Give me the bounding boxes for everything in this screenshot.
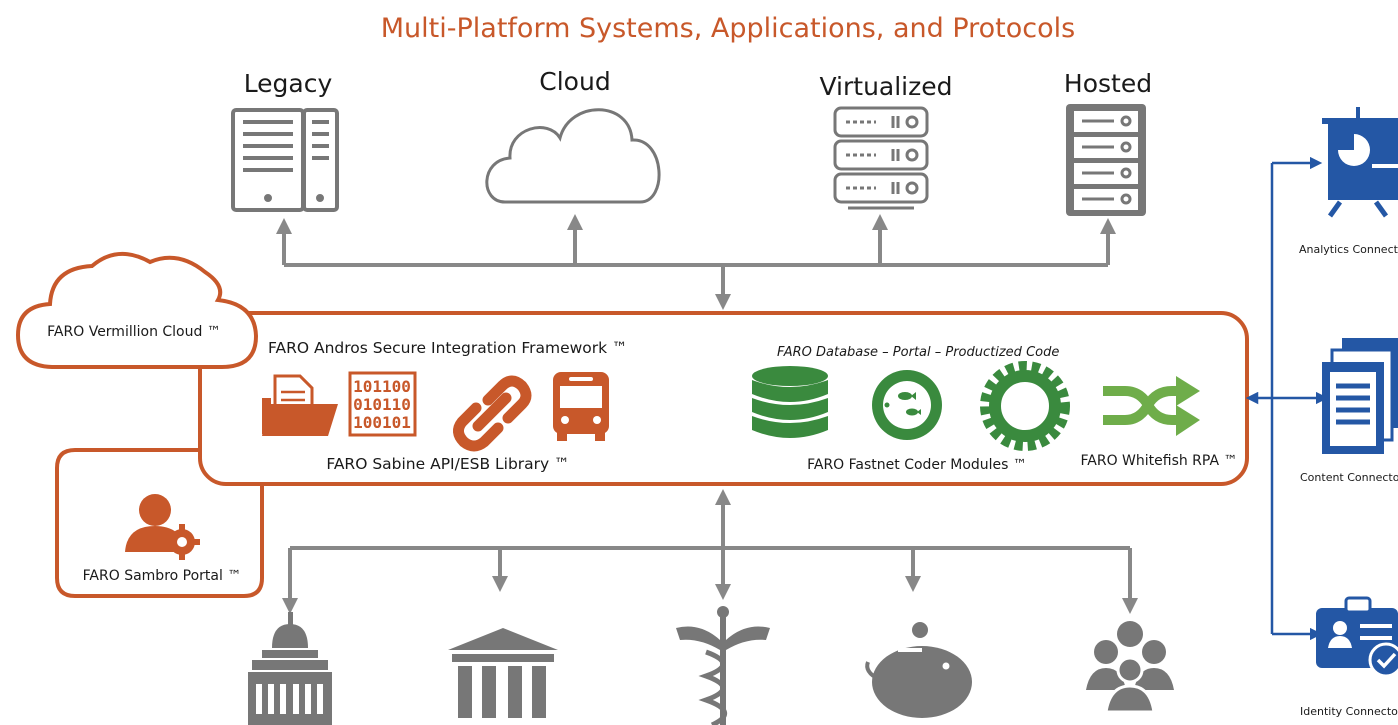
platform-label-hosted: Hosted: [1064, 69, 1152, 98]
cloud-icon: [485, 108, 661, 204]
shuffle-arrowheads: [1176, 376, 1200, 436]
shuffle-icon: [1103, 386, 1178, 425]
content-connectors-label: Content Connectors: [1300, 471, 1398, 484]
chain-link-icon: [453, 375, 532, 452]
connector-links: [1245, 156, 1329, 641]
sabine-library-label: FARO Sabine API/ESB Library ™: [326, 455, 569, 473]
analytics-connectors-label: Analytics Connectors: [1299, 243, 1398, 256]
vermillion-cloud-label: FARO Vermillion Cloud ™: [47, 324, 221, 340]
user-gear-icon: [125, 494, 200, 560]
virtual-server-rack-icon: [833, 106, 929, 210]
capitol-building-icon: [248, 612, 332, 725]
legacy-server-icon: [231, 108, 339, 212]
analytics-presentation-icon: [1322, 107, 1398, 218]
vermillion-cloud-shape: [15, 251, 259, 369]
bottom-connector-lines: [282, 489, 1138, 614]
id-badge-icon: [1316, 596, 1398, 678]
database-icon: [752, 366, 828, 438]
documents-icon: [1322, 338, 1398, 454]
bus-icon: [553, 372, 609, 441]
binary-row-2: 010110: [353, 395, 411, 414]
top-connector-lines: [276, 214, 1116, 310]
sambro-portal-label: FARO Sambro Portal ™: [83, 568, 242, 584]
identity-connectors-label: Identity Connectors: [1300, 705, 1398, 718]
fastnet-modules-label: FARO Fastnet Coder Modules ™: [807, 457, 1027, 473]
diagram-title: Multi-Platform Systems, Applications, an…: [381, 13, 1075, 44]
fish-porthole-icon: [872, 370, 942, 440]
binary-row-1: 101100: [353, 377, 411, 396]
database-portal-caption: FARO Database – Portal – Productized Cod…: [777, 345, 1059, 360]
binary-row-3: 100101: [353, 413, 411, 432]
people-group-icon: [1086, 621, 1174, 714]
platform-label-cloud: Cloud: [539, 67, 610, 96]
platform-label-legacy: Legacy: [244, 69, 333, 98]
bank-building-icon: [448, 628, 558, 718]
caduceus-icon: [676, 606, 770, 725]
platform-label-virtualized: Virtualized: [819, 72, 952, 101]
gear-icon: [980, 361, 1070, 451]
document-folder-icon: [262, 374, 338, 436]
piggy-bank-icon: [865, 622, 972, 718]
hosted-server-icon: [1066, 104, 1146, 216]
andros-framework-title: FARO Andros Secure Integration Framework…: [268, 339, 628, 357]
binary-code-icon: 101100 010110 100101: [348, 371, 417, 437]
whitefish-rpa-label: FARO Whitefish RPA ™: [1081, 453, 1238, 469]
